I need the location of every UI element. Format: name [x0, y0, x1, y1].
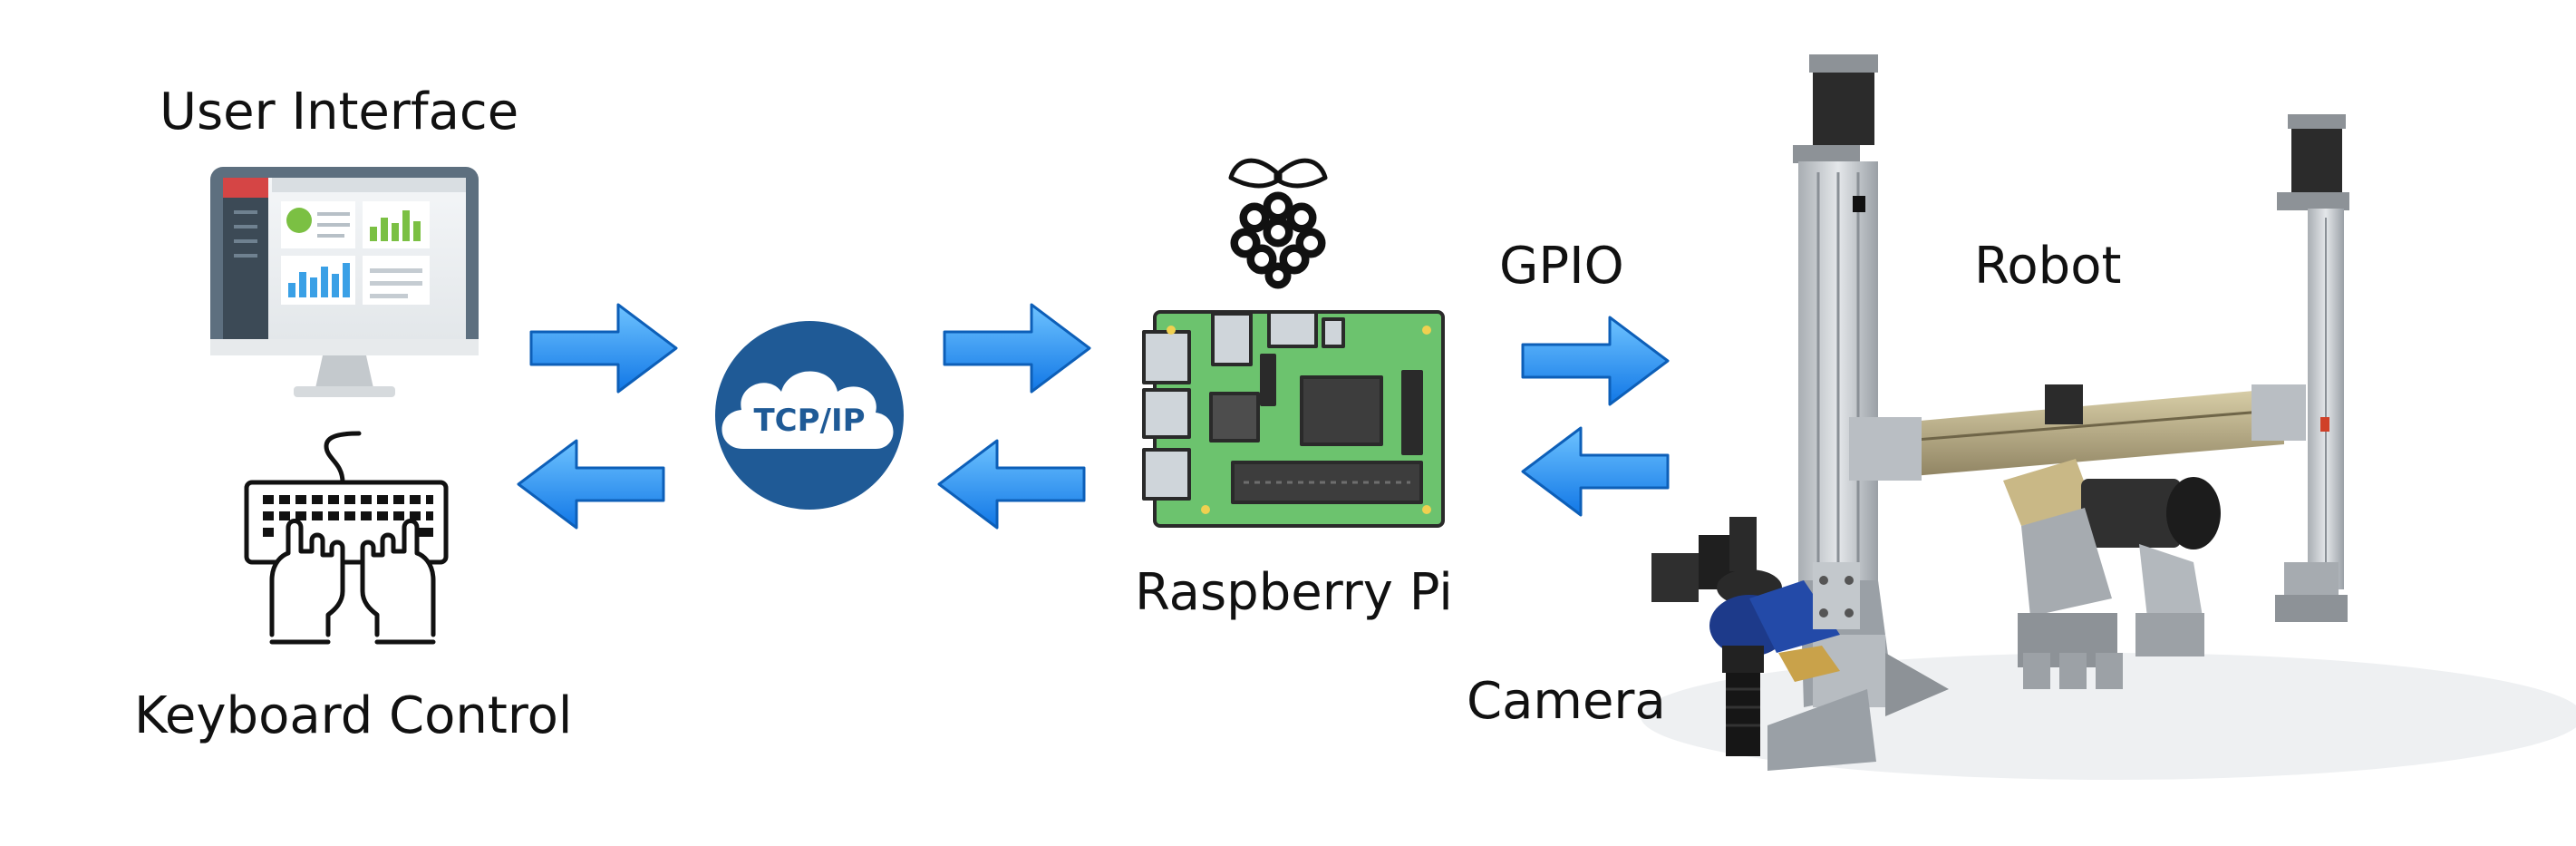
arrow-right-user-interface-to-tcp-ip — [529, 303, 678, 394]
robot-illustration — [1641, 54, 2576, 780]
raspberry-pi-label: Raspberry Pi — [1135, 563, 1453, 622]
robot-label: Robot — [1974, 237, 2121, 296]
camera-label: Camera — [1467, 672, 1666, 731]
user-interface-icon — [210, 167, 479, 397]
raspberry-pi-board-icon — [1142, 310, 1445, 528]
user-interface-label: User Interface — [160, 83, 518, 141]
keyboard-control-icon — [244, 431, 449, 645]
tcp-ip-label: TCP/IP — [753, 403, 865, 439]
keyboard-control-label: Keyboard Control — [134, 686, 572, 745]
arrow-left-raspberry-pi-to-tcp-ip — [937, 439, 1086, 530]
connection-arrows — [517, 303, 1670, 530]
raspberry-logo-icon — [1228, 158, 1328, 289]
arrow-right-tcp-ip-to-raspberry-pi — [943, 303, 1091, 394]
camera-illustration — [1651, 517, 1876, 771]
arrow-left-robot-to-raspberry-pi — [1521, 426, 1670, 517]
arrow-right-raspberry-pi-to-robot — [1521, 316, 1670, 406]
gpio-label: GPIO — [1499, 237, 1624, 296]
tcp-ip-icon: TCP/IP — [715, 321, 904, 510]
arrow-left-tcp-ip-to-keyboard-control — [517, 439, 665, 530]
